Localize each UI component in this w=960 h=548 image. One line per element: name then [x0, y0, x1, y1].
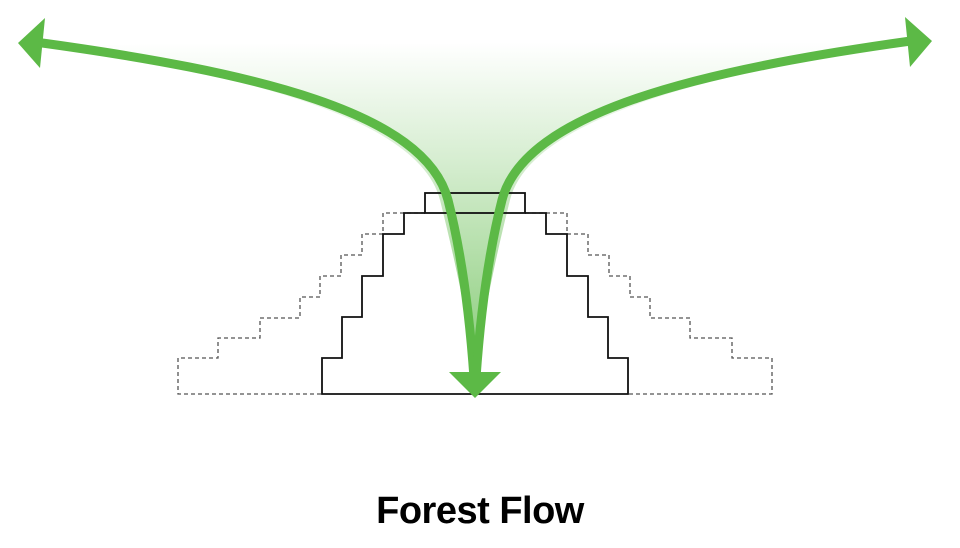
outer-stepped-outline [177, 212, 773, 395]
right-flow-curve [471, 35, 923, 383]
forest-flow-diagram [18, 17, 932, 398]
flow-arrows [18, 17, 932, 398]
flow-cone-fill [40, 42, 915, 380]
diagram-title: Forest Flow [376, 490, 584, 532]
down-arrowhead-icon [449, 372, 501, 398]
right-arrowhead-icon [905, 17, 932, 67]
left-flow-curve [30, 37, 479, 383]
left-arrowhead-icon [18, 18, 45, 68]
top-step-box [424, 192, 526, 214]
